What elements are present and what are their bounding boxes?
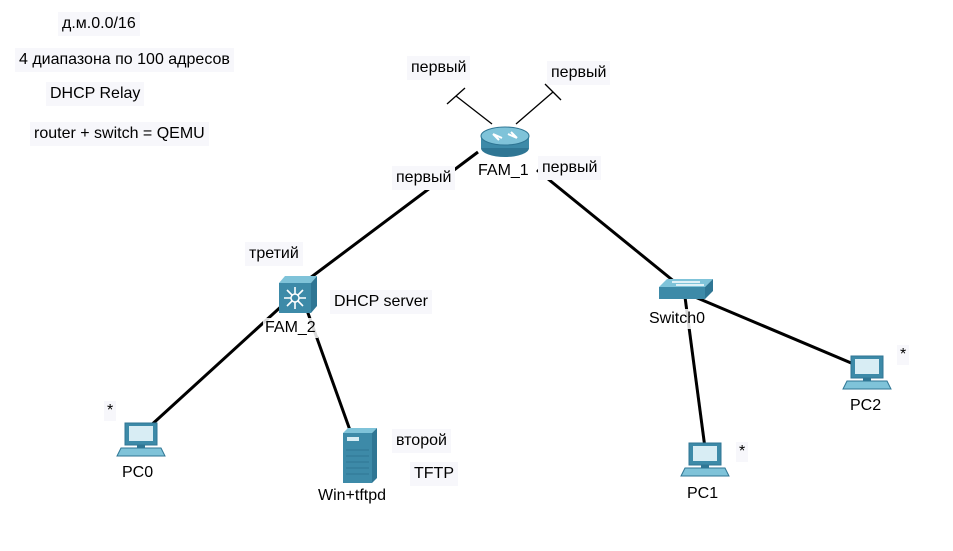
router-label: FAM_1 xyxy=(476,161,531,181)
switch-icon[interactable] xyxy=(659,279,713,299)
antenna-left xyxy=(455,95,493,125)
note-subnet: д.м.0.0/16 xyxy=(58,12,140,36)
server-icon[interactable] xyxy=(343,428,377,483)
dhcp-server-label: DHCP server xyxy=(330,290,432,314)
fam2-tag-label: третий xyxy=(245,242,303,266)
note-qemu: router + switch = QEMU xyxy=(30,122,209,146)
server-tag-label: второй xyxy=(392,429,451,453)
antenna-left-label: первый xyxy=(407,56,471,80)
pc0-label: PC0 xyxy=(120,463,156,483)
pc1-label: PC1 xyxy=(685,484,721,504)
link-fam2-pc0 xyxy=(146,301,287,430)
router-icon[interactable] xyxy=(480,126,530,157)
pc0-icon[interactable] xyxy=(116,422,166,457)
antenna-left-cap xyxy=(446,87,466,105)
pc2-icon[interactable] xyxy=(842,355,892,390)
pc1-mark: * xyxy=(736,442,749,462)
link-fam1-switch0 xyxy=(536,168,682,289)
pc2-label: PC2 xyxy=(848,396,884,416)
link-switch0-pc2 xyxy=(694,295,864,370)
pc0-mark: * xyxy=(104,401,117,421)
antenna-right xyxy=(515,91,554,125)
multilayer-switch-icon[interactable] xyxy=(279,276,317,313)
switch0-label: Switch0 xyxy=(647,309,708,329)
note-ranges: 4 диапазона по 100 адресов xyxy=(15,48,234,72)
pc1-icon[interactable] xyxy=(680,442,730,477)
tftp-label: TFTP xyxy=(410,462,458,486)
note-dhcp-relay: DHCP Relay xyxy=(46,82,145,106)
link-right-label: первый xyxy=(538,156,602,180)
link-left-label: первый xyxy=(392,166,456,190)
pc2-mark: * xyxy=(897,345,910,365)
fam2-label: FAM_2 xyxy=(263,318,318,338)
antenna-right-label: первый xyxy=(547,61,611,85)
antenna-right-cap xyxy=(544,83,562,101)
server-label: Win+tftpd xyxy=(316,486,389,506)
